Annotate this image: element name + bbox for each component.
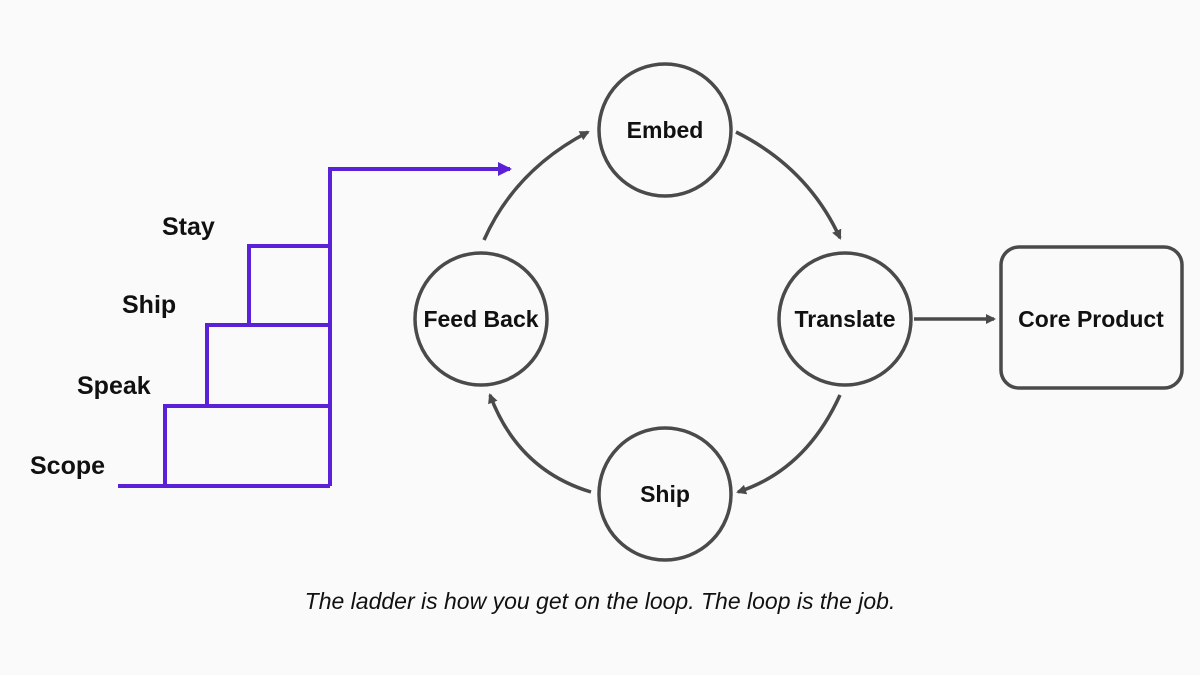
loop-node-label-embed: Embed xyxy=(627,117,704,143)
diagram-caption: The ladder is how you get on the loop. T… xyxy=(304,588,896,614)
ladder-step-1 xyxy=(163,404,330,486)
loop-node-ship: Ship xyxy=(597,426,733,562)
arrow-feedback-to-embed xyxy=(482,130,590,241)
loop-node-label-ship: Ship xyxy=(640,481,690,507)
loop-node-feed-back: Feed Back xyxy=(413,251,549,387)
ladder-step-label-ship: Ship xyxy=(122,291,176,319)
loop-node-translate: Translate xyxy=(777,251,913,387)
loop-arrows xyxy=(482,130,996,495)
ladder-step-label-stay: Stay xyxy=(162,213,215,241)
ladder-step-label-scope: Scope xyxy=(30,452,105,480)
ladder xyxy=(118,167,496,488)
ladder-riser xyxy=(328,167,496,486)
arrow-ship-to-feedback xyxy=(488,393,592,494)
core-product-box: Core Product xyxy=(999,245,1184,390)
loop-node-label-feed-back: Feed Back xyxy=(423,306,538,332)
ladder-step-2 xyxy=(205,323,330,406)
core-product-label: Core Product xyxy=(1018,306,1164,332)
arrow-embed-to-translate xyxy=(735,130,842,240)
loop-node-label-translate: Translate xyxy=(795,306,896,332)
ladder-step-label-speak: Speak xyxy=(77,372,151,400)
ladder-step-3 xyxy=(247,244,330,325)
arrow-translate-to-ship xyxy=(736,394,842,495)
loop-node-embed: Embed xyxy=(597,62,733,198)
